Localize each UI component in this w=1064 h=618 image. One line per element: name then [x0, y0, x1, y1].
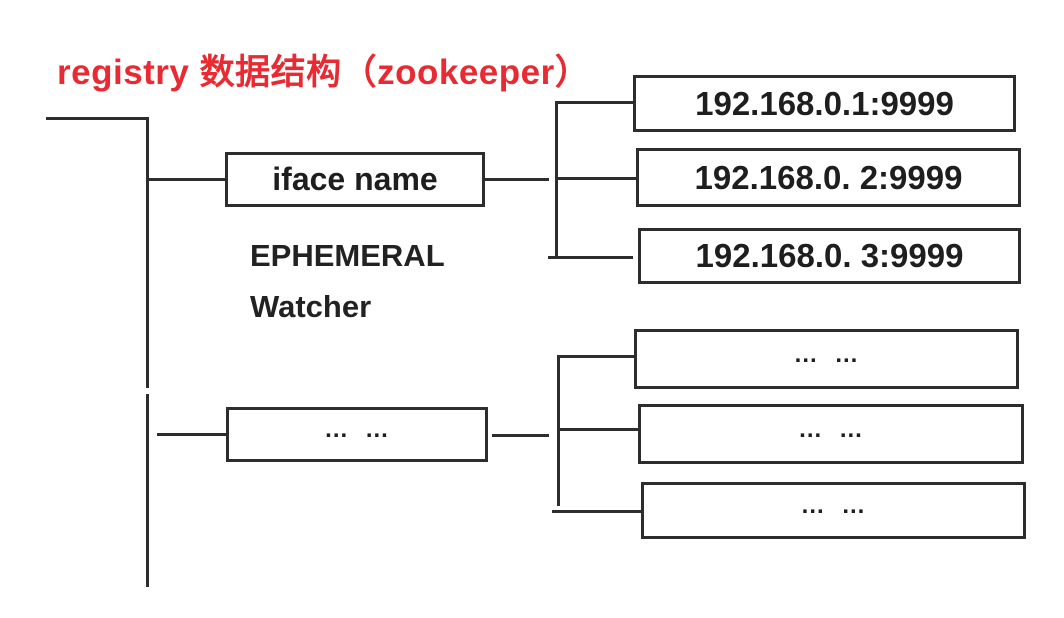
placeholder-iface-node: ... ...	[226, 407, 488, 462]
provider-stub-3	[548, 256, 633, 259]
provider-node-1: 192.168.0.1:9999	[633, 75, 1016, 132]
placeholder-provider-node-2: ... ...	[638, 404, 1024, 464]
diagram-title: registry 数据结构（zookeeper）	[57, 53, 591, 92]
placeholder-stub-1	[557, 355, 634, 358]
placeholder-output-line	[492, 434, 549, 437]
provider-address-2: 192.168.0. 2:9999	[694, 158, 963, 196]
provider-address-1: 192.168.0.1:9999	[695, 84, 954, 122]
placeholder-stub-2	[557, 428, 638, 431]
iface-name-label: iface name	[272, 161, 438, 197]
provider-stub-1	[555, 101, 633, 104]
placeholder-stub-3	[552, 510, 641, 513]
iface-name-node: iface name	[225, 152, 485, 207]
ephemeral-label: EPHEMERAL	[250, 238, 445, 273]
branch-line-iface	[149, 178, 225, 181]
trunk-top-line	[46, 117, 148, 120]
iface-output-line	[485, 178, 549, 181]
placeholder-iface-label: ... ...	[325, 416, 389, 443]
provider-stub-2	[555, 177, 636, 180]
provider-node-3: 192.168.0. 3:9999	[638, 228, 1021, 284]
placeholder-provider-node-1: ... ...	[634, 329, 1019, 389]
branch-line-placeholder	[157, 433, 226, 436]
placeholder-provider-label-2: ... ...	[799, 415, 863, 443]
placeholder-provider-label-1: ... ...	[794, 340, 859, 368]
trunk-vertical-line-upper	[146, 117, 149, 388]
trunk-vertical-line-lower	[146, 394, 149, 587]
watcher-label: Watcher	[250, 289, 372, 324]
provider-address-3: 192.168.0. 3:9999	[695, 237, 964, 274]
placeholder-provider-node-3: ... ...	[641, 482, 1026, 539]
provider-node-2: 192.168.0. 2:9999	[636, 148, 1021, 207]
placeholder-provider-label-3: ... ...	[801, 492, 866, 519]
